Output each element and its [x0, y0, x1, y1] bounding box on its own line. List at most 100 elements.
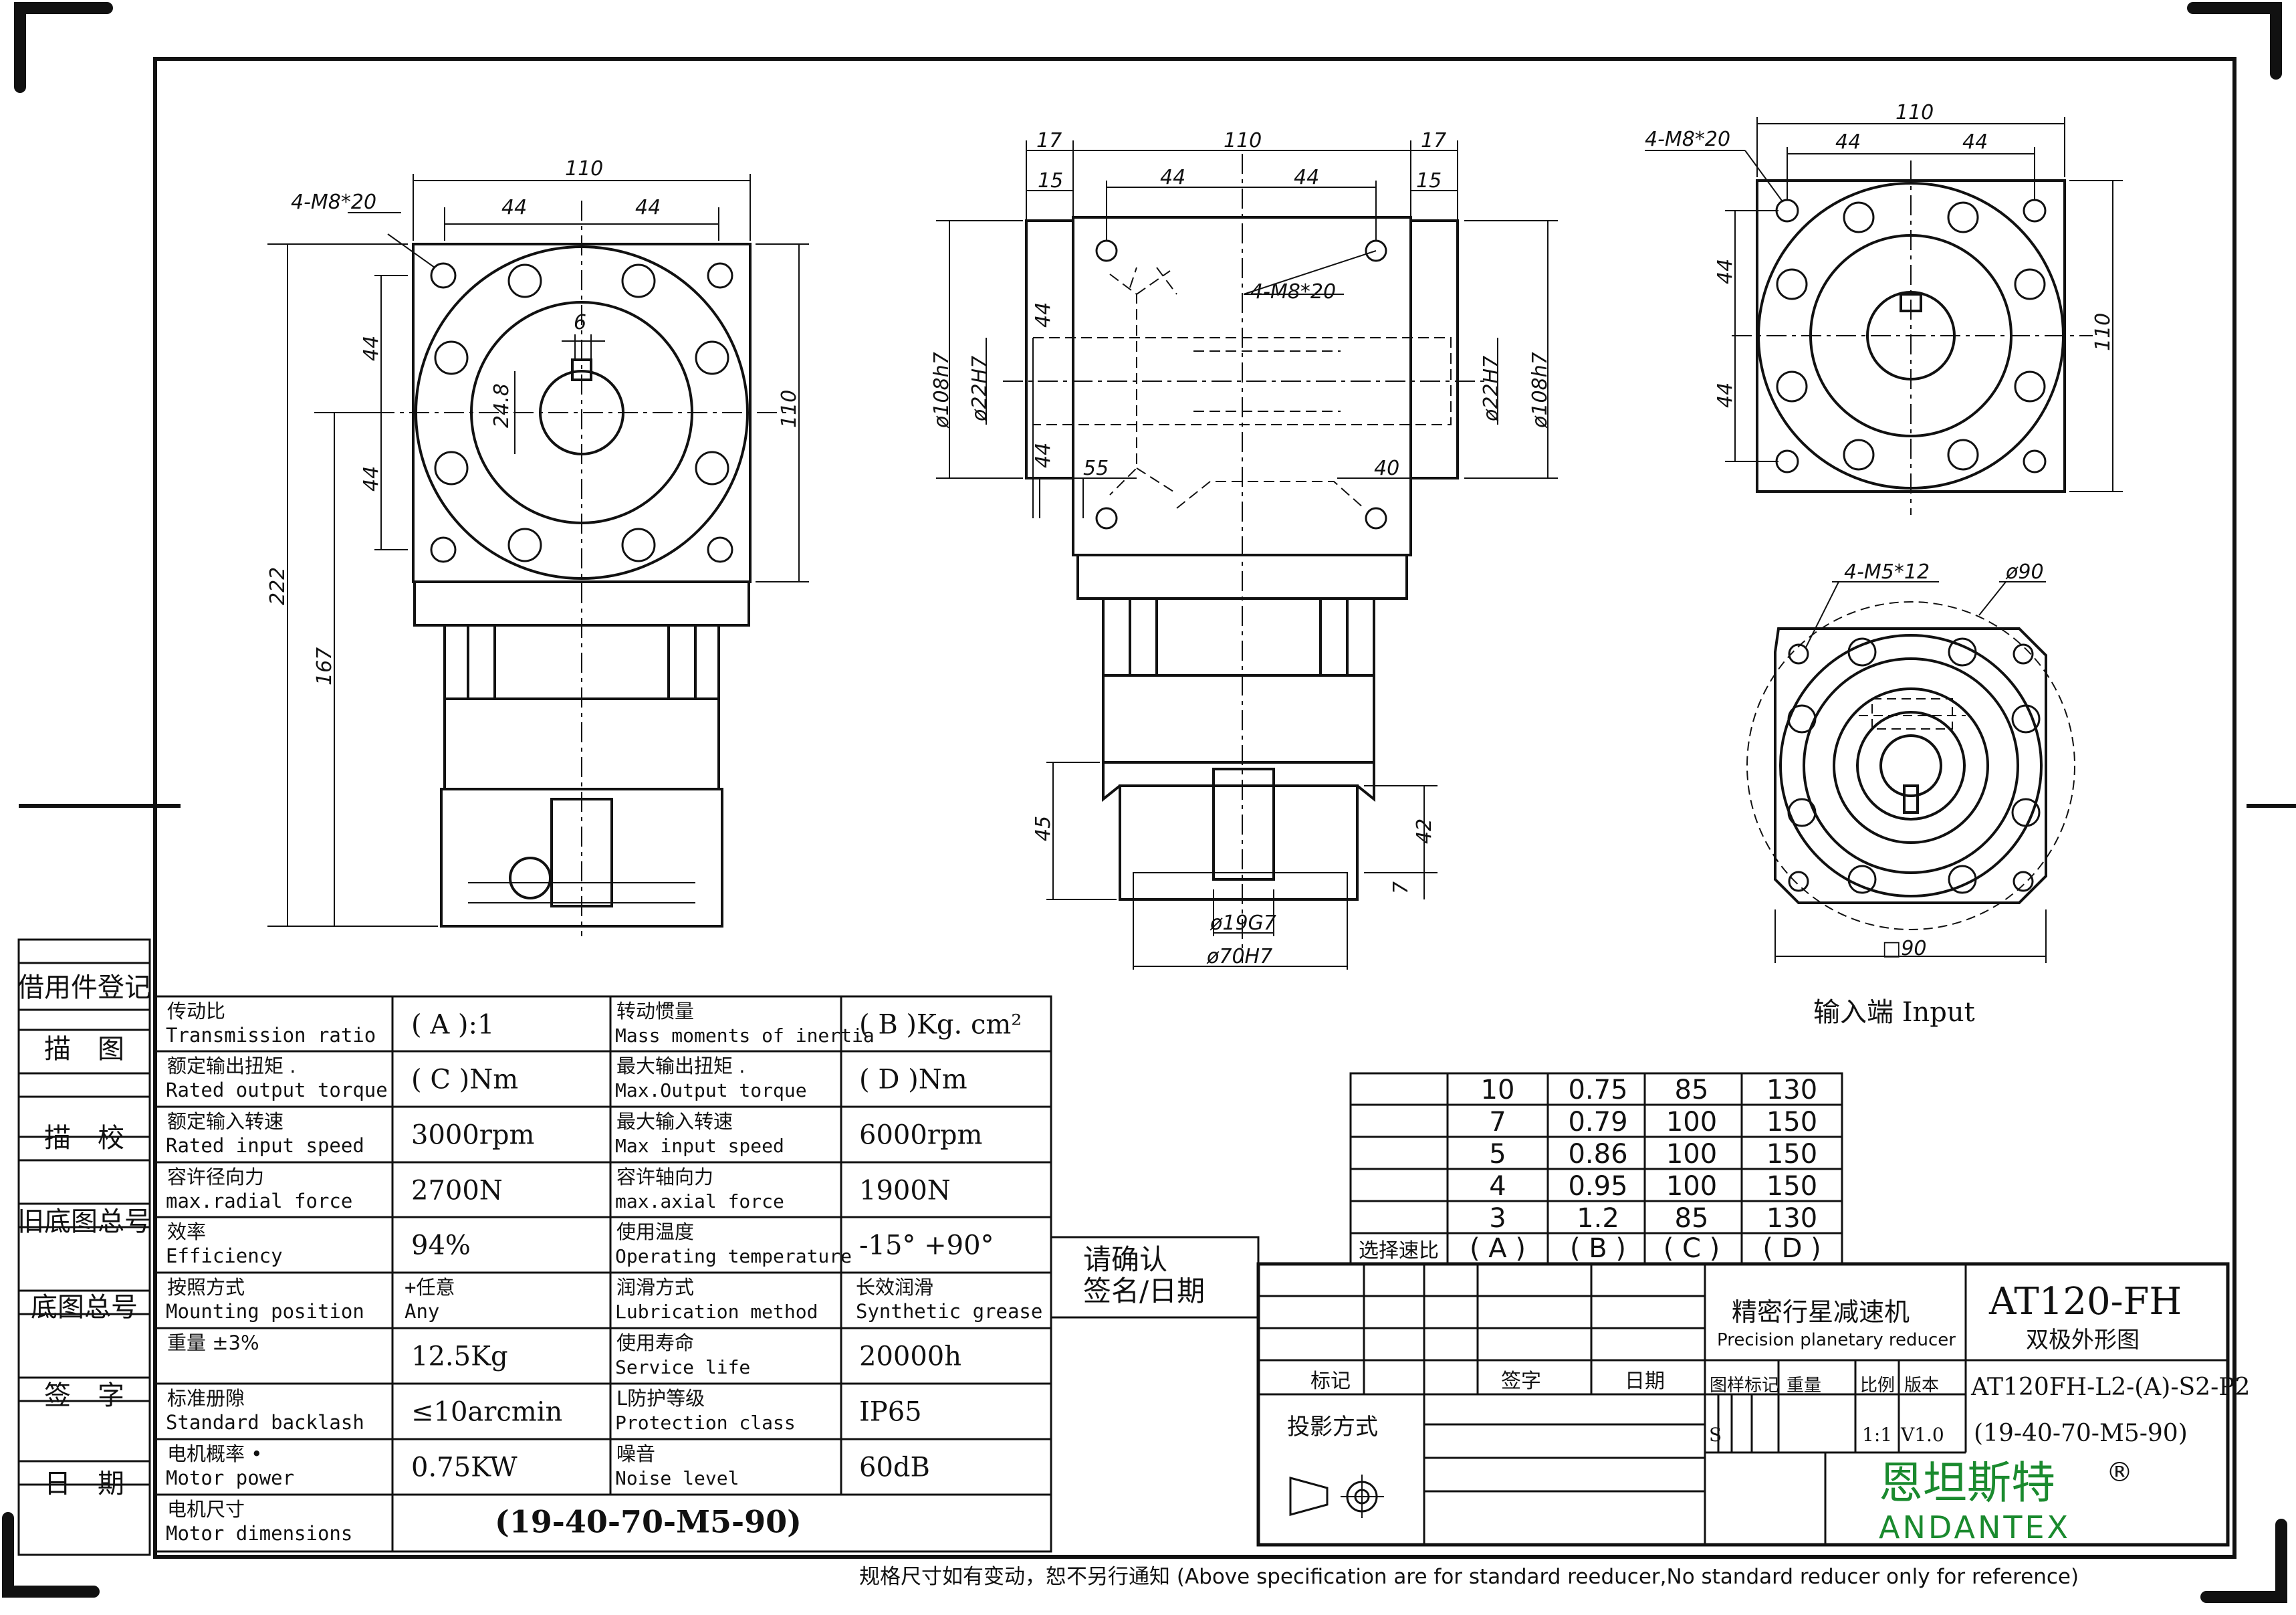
- spec-label-cn: 传动比: [167, 1000, 225, 1022]
- ratio-cell: 3: [1489, 1203, 1506, 1234]
- spec-value: IP65: [859, 1397, 922, 1428]
- drawing-subtitle: 双极外形图: [2026, 1327, 2140, 1354]
- side-dim-44a: 44: [1160, 166, 1185, 189]
- spec-label-cn: 按照方式: [167, 1276, 245, 1299]
- spec-label-cn: 最大输出扭矩 .: [616, 1055, 745, 1077]
- ratio-cell: 100: [1666, 1171, 1717, 1202]
- spec-label-en: max.radial force: [166, 1190, 352, 1212]
- top-right-view: [1645, 117, 2123, 515]
- registry-trace: 描 图: [44, 1034, 124, 1065]
- ratio-cell: 130: [1766, 1075, 1817, 1105]
- spec-label-cn: 噪音: [616, 1442, 655, 1465]
- side-registry: [17, 938, 151, 1556]
- label-weight: 重量: [1787, 1376, 1821, 1396]
- ratio-select-label: 选择速比: [1359, 1239, 1439, 1263]
- top-v44b: 44: [1714, 383, 1737, 408]
- spec-label-en: Mounting position: [166, 1300, 364, 1323]
- spec-value: 12.5Kg: [411, 1341, 508, 1372]
- front-bolt-label: 4-M8*20: [291, 191, 376, 214]
- brand-reg: ®: [2106, 1457, 2133, 1488]
- ratio-cell: 4: [1489, 1171, 1506, 1202]
- spec-label-cn: 额定输出扭矩 .: [167, 1055, 296, 1077]
- drawing-code-1: AT120FH-L2-(A)-S2-P2: [1970, 1374, 2250, 1401]
- spec-value: ( D )Nm: [859, 1065, 967, 1095]
- spec-label-en: Motor power: [166, 1467, 294, 1489]
- title-block: [1256, 1262, 2230, 1547]
- registry-check: 描 校: [44, 1123, 124, 1154]
- spec-value: ( C )Nm: [411, 1065, 518, 1095]
- value-scale: 1:1: [1862, 1424, 1892, 1446]
- spec-value: +任意: [405, 1276, 455, 1299]
- top-dim-44b: 44: [1962, 130, 1988, 154]
- side-dim-45: 45: [1032, 816, 1055, 841]
- ratio-select-cell: ( B ): [1570, 1233, 1626, 1264]
- spec-label-en: Service life: [615, 1356, 750, 1378]
- spec-label-cn: 容许径向力: [167, 1166, 264, 1188]
- spec-label-en: max.axial force: [615, 1190, 784, 1212]
- spec-value: 0.75KW: [411, 1452, 518, 1483]
- ratio-cell: 10: [1481, 1075, 1515, 1105]
- side-v44a: 44: [1032, 302, 1055, 328]
- spec-label-cn: 使用寿命: [616, 1331, 694, 1354]
- side-v44b: 44: [1032, 443, 1055, 468]
- spec-label-cn: L防护等级: [616, 1387, 705, 1410]
- ratio-cell: 85: [1675, 1203, 1709, 1234]
- top-dim-44a: 44: [1835, 130, 1861, 154]
- ratio-cell: 7: [1489, 1107, 1506, 1138]
- spec-label-cn: 最大输入转速: [616, 1110, 733, 1133]
- input-phi90: ø90: [2005, 560, 2044, 584]
- spec-label-en: Noise level: [615, 1467, 739, 1489]
- spec-value: Synthetic grease: [856, 1300, 1042, 1323]
- side-dim-17a: 17: [1036, 129, 1062, 152]
- registry-old-number: 旧底图总号: [17, 1206, 151, 1237]
- side-dim-44b: 44: [1294, 166, 1319, 189]
- confirm-line2: 签名/日期: [1083, 1275, 1205, 1307]
- product-cn: 精密行星减速机: [1732, 1297, 1910, 1327]
- top-dim-110: 110: [1896, 101, 1934, 124]
- label-pattern: 图样标记: [1710, 1376, 1779, 1396]
- spec-label-cn: 容许轴向力: [616, 1166, 713, 1188]
- footer-note: 规格尺寸如有变动，恕不另行通知 (Above specification are…: [859, 1565, 2079, 1589]
- spec-value: 6000rpm: [859, 1120, 982, 1151]
- top-v44a: 44: [1714, 259, 1737, 284]
- value-version: V1.0: [1900, 1424, 1944, 1446]
- front-v44b: 44: [360, 466, 383, 492]
- spec-value: 2700N: [411, 1176, 503, 1206]
- front-bore-label: 24.8: [490, 383, 513, 428]
- ratio-cell: 0.95: [1568, 1171, 1627, 1202]
- spec-value: 94%: [411, 1230, 471, 1261]
- drawing-code-2: (19-40-70-M5-90): [1974, 1420, 2188, 1447]
- input-caption: 输入端 Input: [1813, 997, 1975, 1028]
- input-bolt-label: 4-M5*12: [1844, 560, 1930, 584]
- spec-label-cn: 转动惯量: [616, 1000, 694, 1022]
- spec-label-en: Rated input speed: [166, 1134, 364, 1157]
- spec-value: 20000h: [859, 1341, 961, 1372]
- side-phi108-left: ø108h7: [930, 352, 953, 429]
- spec-label-cn: 效率: [167, 1220, 206, 1243]
- model-name: AT120-FH: [1988, 1280, 2182, 1323]
- brand-cn: 恩坦斯特: [1879, 1457, 2055, 1509]
- ratio-select-cell: ( D ): [1762, 1233, 1821, 1264]
- side-bolt-label: 4-M8*20: [1250, 280, 1336, 304]
- side-dim-7: 7: [1389, 881, 1413, 894]
- label-date: 日期: [1625, 1370, 1665, 1393]
- side-phi70: ø70H7: [1206, 945, 1272, 968]
- side-phi108-right: ø108h7: [1528, 352, 1552, 429]
- input-sq90: □90: [1882, 937, 1927, 960]
- spec-label-en: Rated output torque: [166, 1079, 388, 1101]
- spec-value: (19-40-70-M5-90): [495, 1504, 802, 1540]
- front-dim-44a: 44: [501, 196, 527, 219]
- spec-label-en: Lubrication method: [615, 1301, 818, 1323]
- sheet-border: [153, 57, 2236, 1559]
- side-dim-15a: 15: [1038, 169, 1063, 193]
- projection-label: 投影方式: [1287, 1414, 1378, 1440]
- registry-base-number: 底图总号: [31, 1292, 138, 1323]
- brand-en: ANDANTEX: [1879, 1509, 2071, 1545]
- front-v44a: 44: [360, 336, 383, 361]
- spec-value: Any: [405, 1300, 439, 1323]
- side-view: [936, 140, 1558, 970]
- side-dim-15b: 15: [1416, 169, 1442, 193]
- ratio-cell: 0.86: [1568, 1139, 1627, 1170]
- input-view: [1746, 581, 2075, 963]
